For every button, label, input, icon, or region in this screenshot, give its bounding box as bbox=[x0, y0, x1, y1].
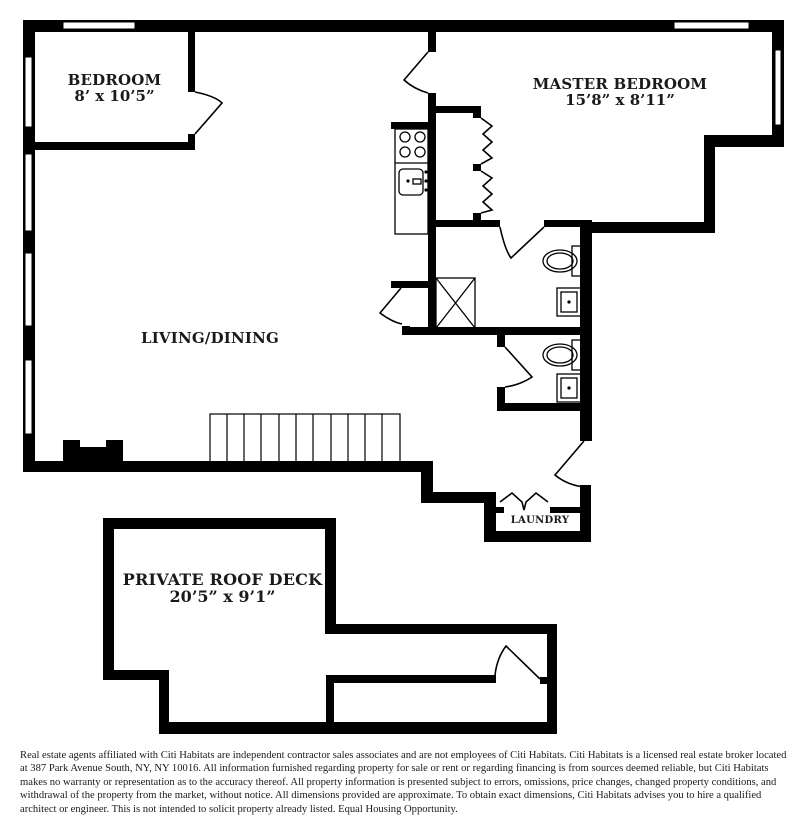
bath-fixtures bbox=[542, 245, 583, 403]
toilet-icon bbox=[542, 249, 578, 273]
toilet-icon bbox=[542, 343, 578, 367]
interior-walls bbox=[23, 30, 592, 411]
hall-door bbox=[553, 440, 585, 488]
bedroom-door bbox=[194, 91, 224, 135]
floor-plan bbox=[23, 20, 784, 734]
room-dimensions: 15’8” x 8’11” bbox=[565, 90, 675, 109]
sink-icon bbox=[556, 287, 582, 317]
roof-deck-door bbox=[494, 644, 541, 680]
bedroom-label: BEDROOM 8’ x 10’5” bbox=[52, 71, 177, 105]
closet-door-1 bbox=[480, 117, 494, 165]
kitchen-dots bbox=[406, 170, 428, 192]
closet-door-left bbox=[378, 287, 403, 325]
roof-deck-label: PRIVATE ROOF DECK 20’5” x 9’1” bbox=[110, 570, 335, 606]
room-dimensions: 8’ x 10’5” bbox=[74, 86, 155, 105]
laundry-wall bbox=[496, 507, 504, 513]
room-name: BEDROOM bbox=[67, 71, 162, 89]
doors bbox=[194, 51, 585, 511]
burner-icon bbox=[399, 146, 411, 158]
room-name: PRIVATE ROOF DECK bbox=[122, 570, 323, 589]
bath-door-1 bbox=[499, 226, 545, 260]
stairs bbox=[209, 413, 401, 463]
burner-icon bbox=[399, 131, 411, 143]
living-dining-label: LIVING/DINING bbox=[120, 329, 300, 347]
burner-icon bbox=[414, 131, 426, 143]
room-dimensions: 20’5” x 9’1” bbox=[169, 586, 276, 606]
windows bbox=[24, 21, 782, 435]
laundry-label: LAUNDRY bbox=[495, 515, 585, 527]
burner-icon bbox=[414, 146, 426, 158]
closet-door-2 bbox=[480, 170, 494, 214]
drain-dots bbox=[567, 300, 571, 390]
legal-disclaimer: Real estate agents affiliated with Citi … bbox=[20, 750, 787, 815]
laundry-door bbox=[499, 491, 549, 511]
master-bedroom-label: MASTER BEDROOM 15’8” x 8’11” bbox=[520, 75, 720, 109]
room-name: LIVING/DINING bbox=[140, 329, 280, 347]
master-door bbox=[402, 51, 429, 94]
room-name: LAUNDRY bbox=[510, 515, 570, 526]
fireplace-icon bbox=[63, 440, 123, 472]
shower-icon bbox=[435, 277, 476, 329]
roof-deck-walls bbox=[103, 518, 557, 734]
bath-door-2 bbox=[504, 346, 534, 388]
kitchen bbox=[394, 128, 429, 235]
sink-icon bbox=[398, 168, 424, 196]
room-name: MASTER BEDROOM bbox=[532, 75, 708, 93]
laundry-wall-right bbox=[550, 507, 580, 513]
sink-icon bbox=[556, 373, 582, 403]
